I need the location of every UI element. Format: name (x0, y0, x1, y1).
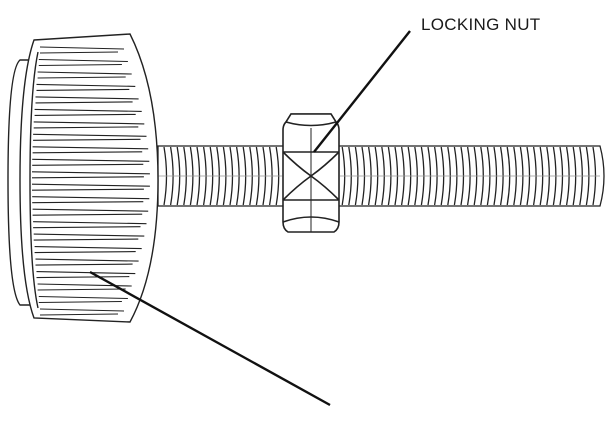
knurl-groove (33, 233, 145, 241)
knurl-groove (34, 108, 142, 116)
knurl-groove (33, 221, 147, 229)
knurl-groove (38, 58, 128, 67)
knob-leader-line (89, 270, 331, 407)
threaded-rod (157, 145, 605, 207)
locking-nut-label: LOCKING NUT (421, 15, 541, 34)
knurl-groove (33, 133, 147, 141)
knurl-groove (33, 121, 145, 129)
knurl-groove (36, 83, 136, 91)
knurl-groove (31, 171, 150, 179)
knurl-groove (39, 46, 125, 54)
knurl-groove (35, 258, 139, 266)
knob-inner-rim (29, 51, 39, 309)
knurl-groove (32, 158, 150, 166)
nut-top-chamfer (284, 113, 338, 127)
knurl-groove (37, 71, 132, 79)
hex-nut (282, 113, 340, 233)
knurl-groove (31, 183, 150, 191)
knurl-groove (32, 196, 150, 204)
knurl-groove (36, 271, 136, 279)
knurl-groove (32, 208, 149, 216)
knurl-groove (38, 295, 128, 304)
knurl-groove (34, 246, 142, 254)
knurl-groove (35, 96, 139, 104)
knurl-groove (32, 146, 149, 154)
locking-nut-leader-line (313, 30, 411, 153)
knurled-knob (7, 33, 159, 323)
knob-knurling (31, 46, 150, 316)
knurl-groove (39, 308, 125, 316)
knob-body (19, 33, 159, 323)
